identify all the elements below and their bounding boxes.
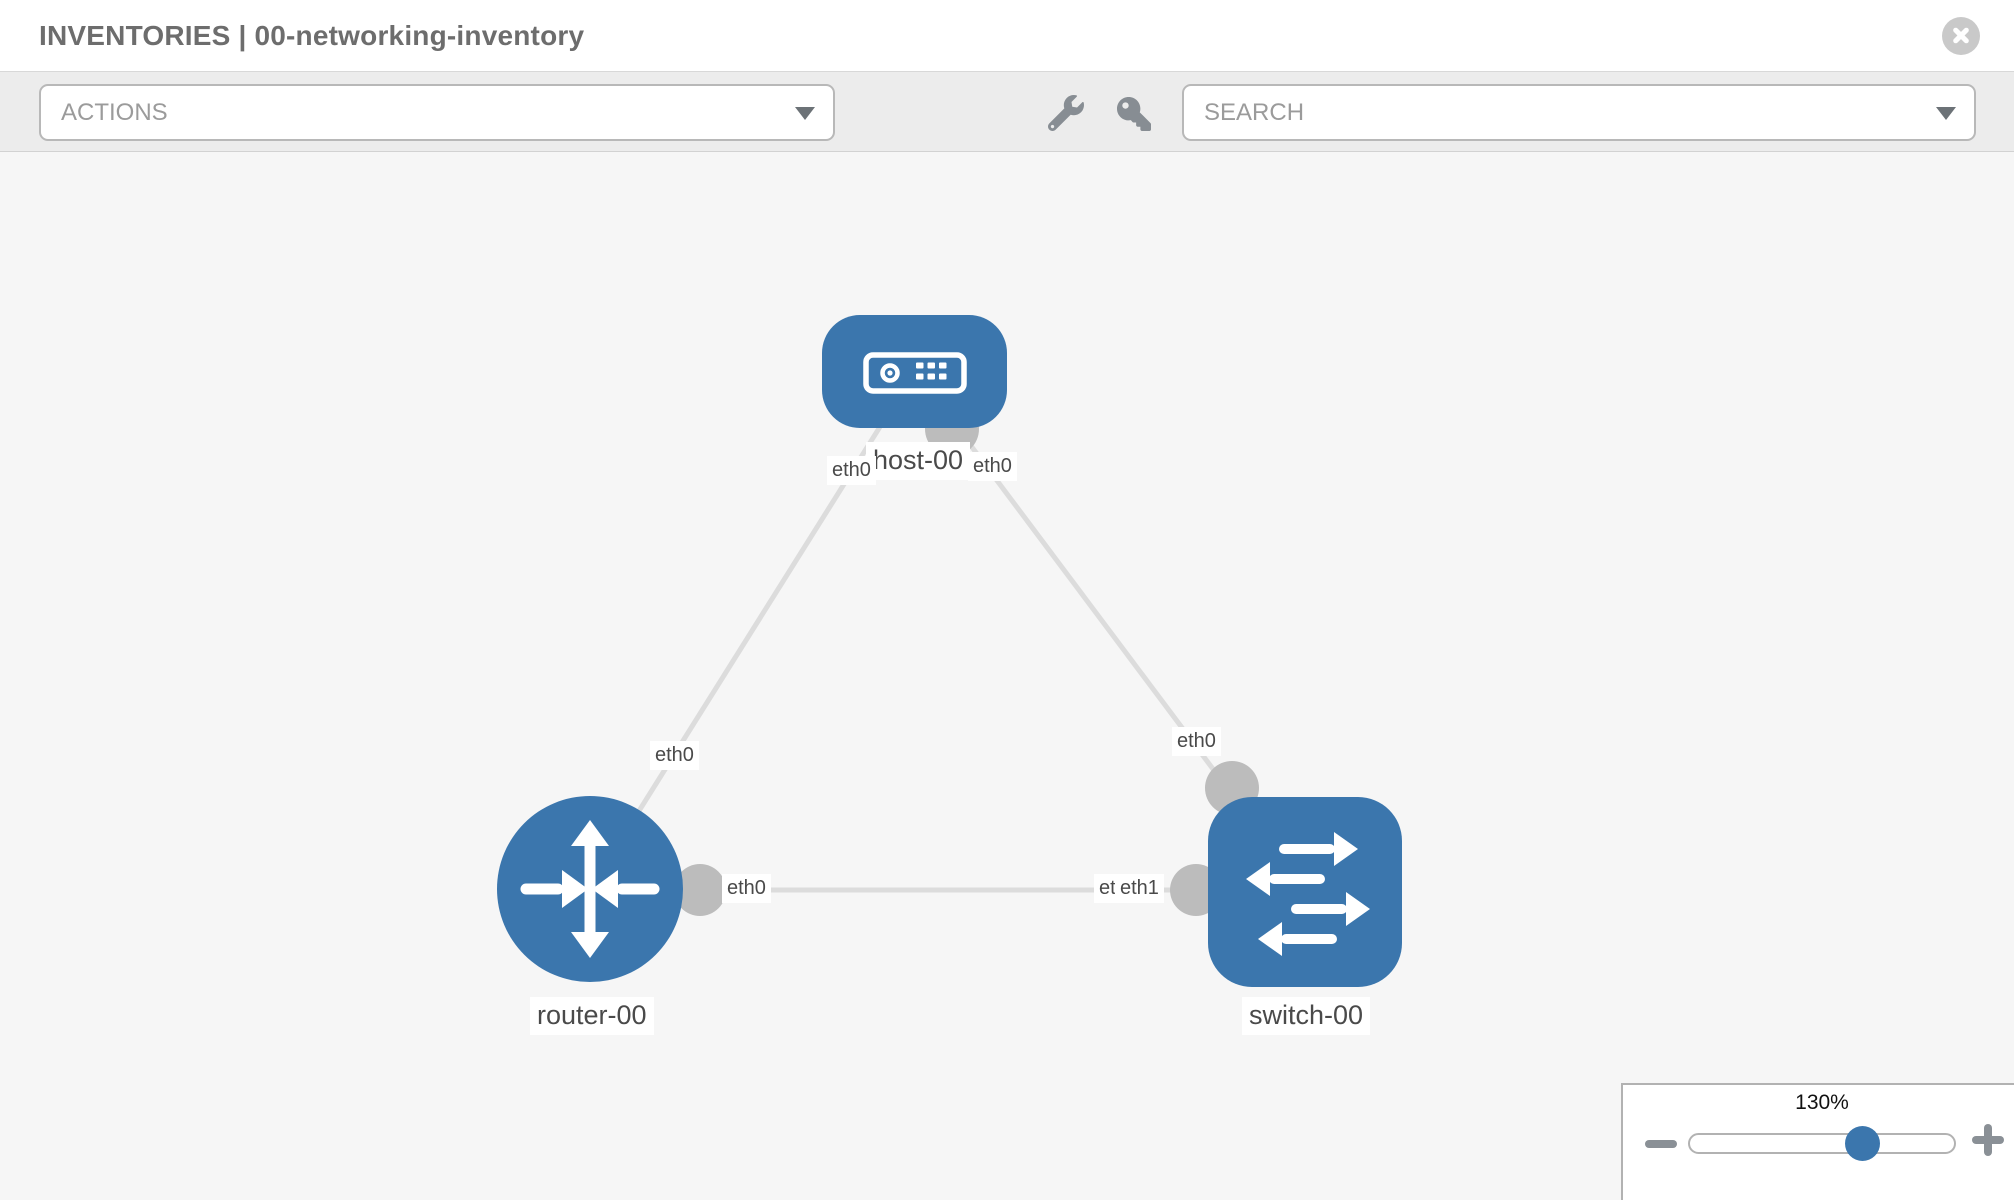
iface-label-router-right: eth0 <box>722 874 771 903</box>
zoom-level: 130% <box>1795 1091 1849 1114</box>
node-label-router[interactable]: router-00 <box>530 997 654 1035</box>
host-icon <box>863 352 967 394</box>
iface-label-host-right: eth0 <box>968 452 1017 481</box>
actions-dropdown[interactable]: ACTIONS <box>39 84 835 141</box>
iface-label-switch-left: eth1 <box>1115 874 1164 903</box>
zoom-in-button[interactable] <box>1972 1124 2004 1156</box>
chevron-down-icon <box>795 106 815 120</box>
topology-graph <box>497 315 1402 987</box>
router-icon <box>520 820 660 958</box>
key-icon[interactable] <box>1117 97 1151 131</box>
node-switch[interactable] <box>1208 797 1402 987</box>
search-dropdown-label: SEARCH <box>1204 98 1305 126</box>
zoom-slider-track[interactable] <box>1688 1126 1956 1161</box>
chevron-down-icon <box>1936 106 1956 120</box>
titlebar: INVENTORIES | 00-networking-inventory <box>0 0 2014 72</box>
close-icon[interactable] <box>1942 17 1980 55</box>
minus-icon <box>1645 1140 1677 1148</box>
connector-dot <box>674 864 726 916</box>
page-title: INVENTORIES | 00-networking-inventory <box>39 19 585 51</box>
wrench-icon[interactable] <box>1048 95 1084 131</box>
node-label-switch[interactable]: switch-00 <box>1242 997 1371 1035</box>
search-dropdown[interactable]: SEARCH <box>1182 84 1976 141</box>
iface-label-switch-top: eth0 <box>1172 727 1221 756</box>
topology-canvas[interactable]: host-00 router-00 switch-00 eth0 eth0 et… <box>0 152 2014 1200</box>
zoom-slider-thumb[interactable] <box>1845 1126 1880 1161</box>
zoom-panel: 130% <box>1621 1083 2014 1200</box>
plus-icon <box>1984 1124 1992 1156</box>
actions-dropdown-label: ACTIONS <box>61 98 168 126</box>
zoom-out-button[interactable] <box>1645 1129 1677 1159</box>
node-router[interactable] <box>497 796 683 982</box>
iface-label-router-top: eth0 <box>650 741 699 770</box>
iface-label-host-left: eth0 <box>827 456 876 485</box>
node-label-host[interactable]: host-00 <box>866 442 971 480</box>
node-host[interactable] <box>822 315 1007 428</box>
toolbar: ACTIONS SEARCH <box>0 72 2014 152</box>
switch-icon <box>1246 832 1370 956</box>
